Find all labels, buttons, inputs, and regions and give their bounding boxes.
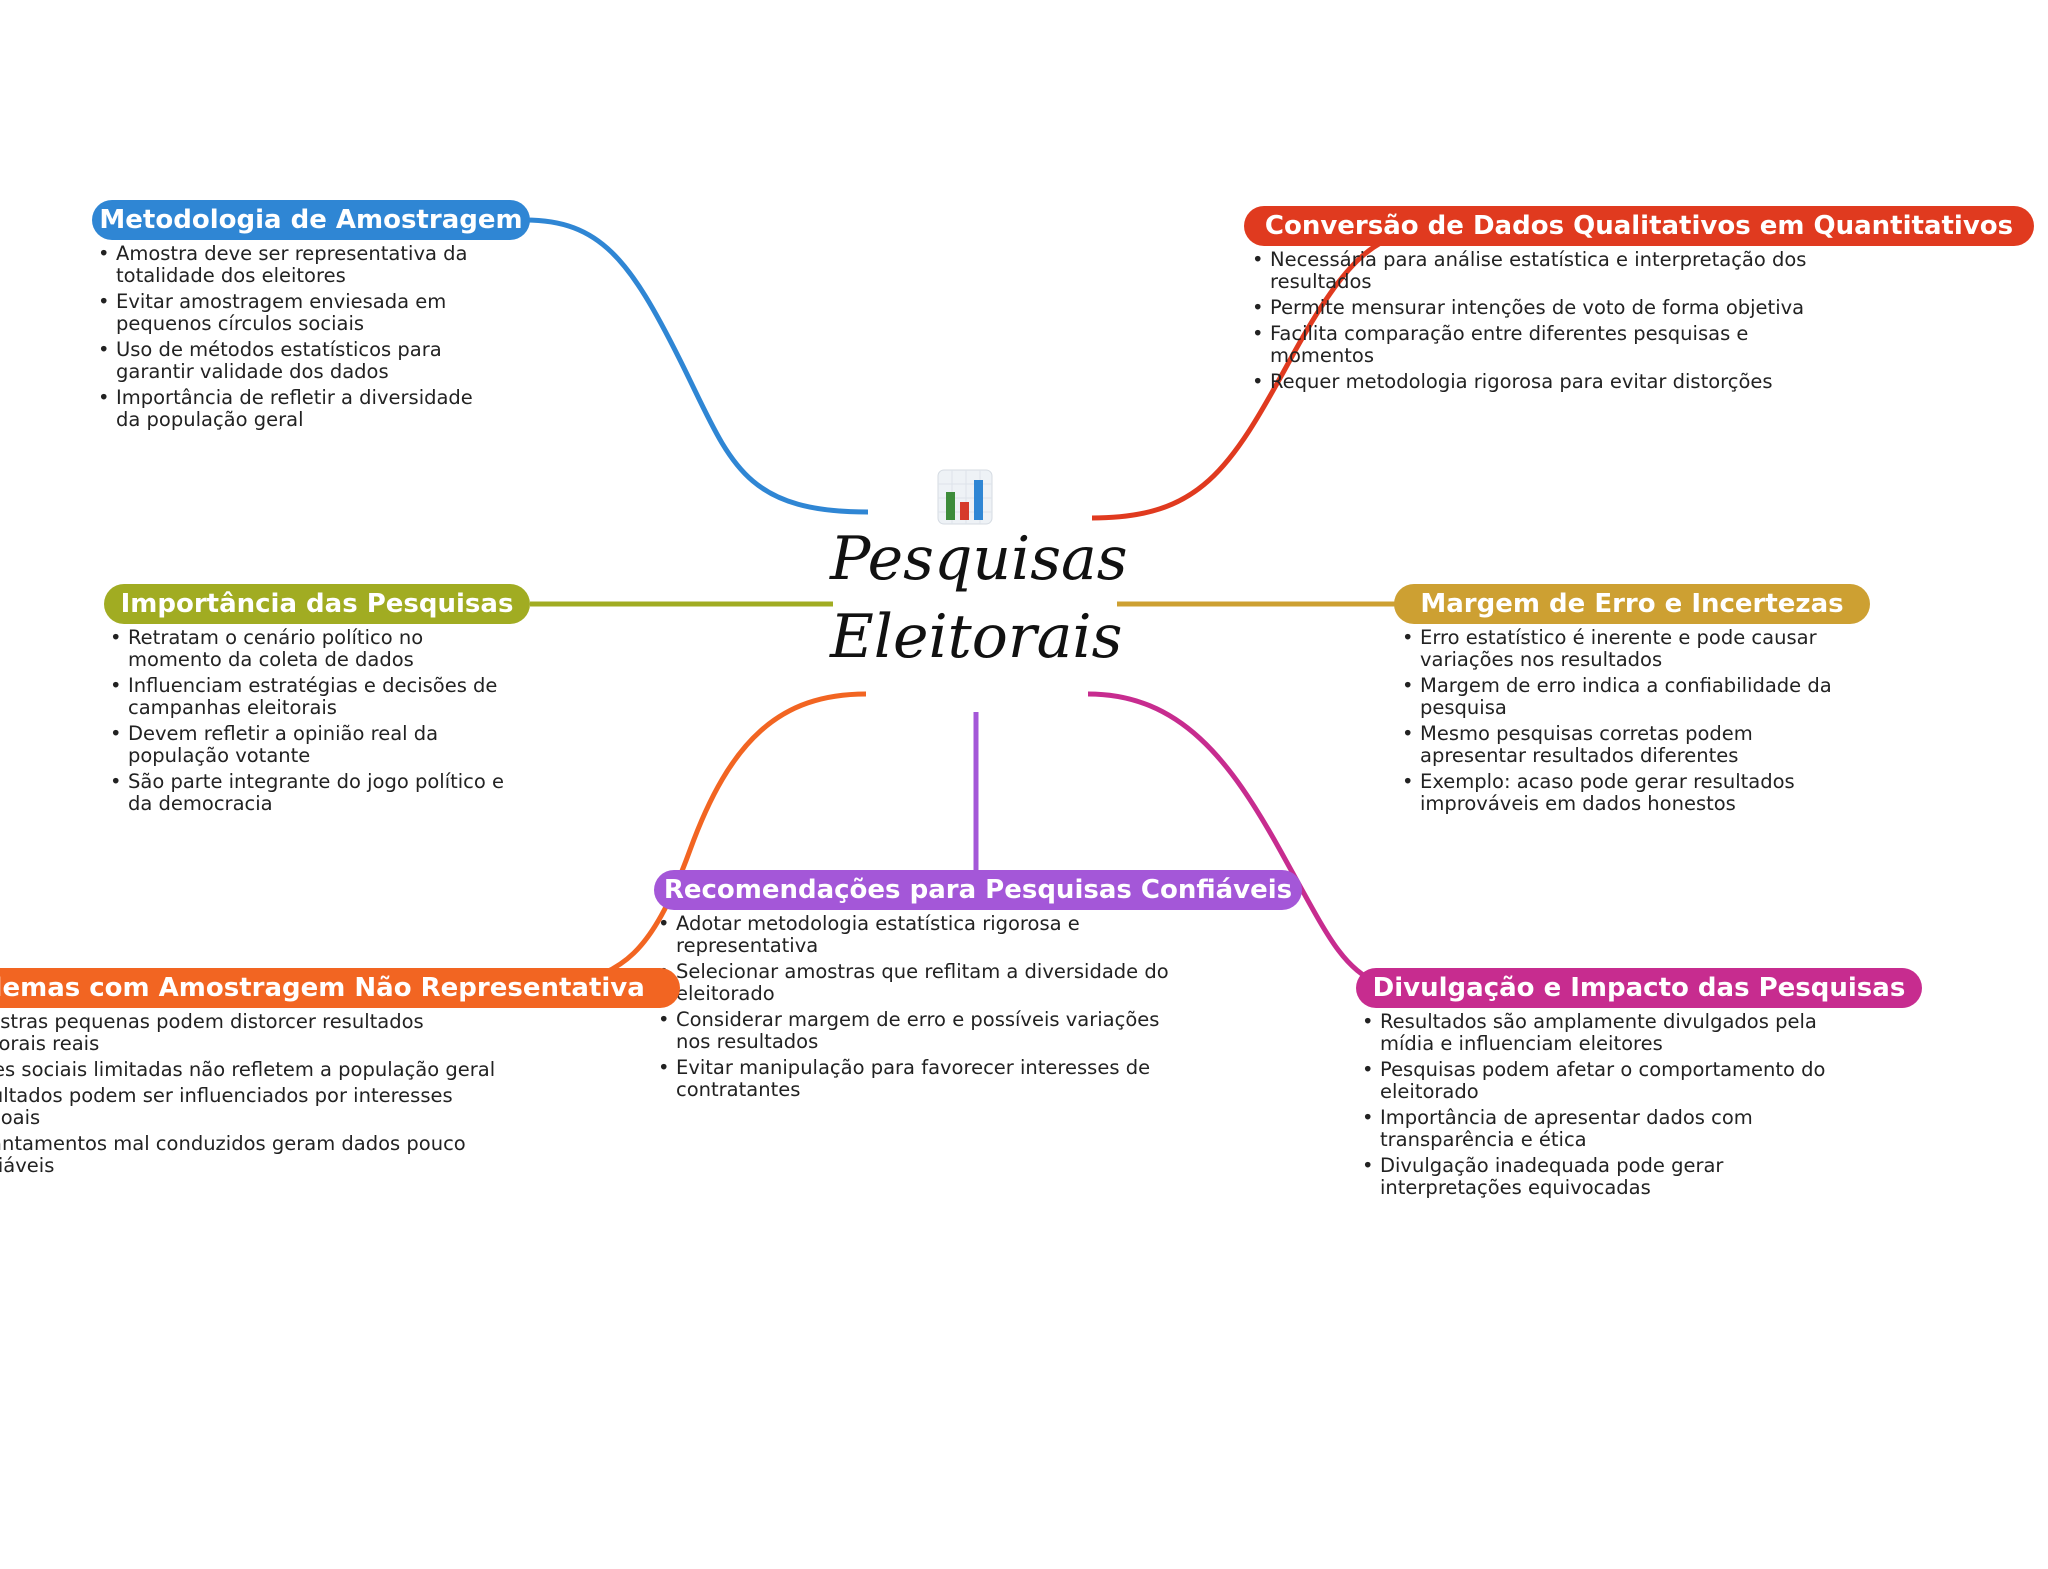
list-item: Amostras pequenas podem distorcer result… — [0, 1011, 498, 1055]
list-item: Resultados podem ser influenciados por i… — [0, 1085, 498, 1129]
list-item: Adotar metodologia estatística rigorosa … — [658, 913, 1178, 957]
connector-problemas — [569, 691, 867, 988]
list-item: Pesquisas podem afetar o comportamento d… — [1362, 1059, 1862, 1103]
list-item: Selecionar amostras que reflitam a diver… — [658, 961, 1178, 1005]
list-item: Erro estatístico é inerente e pode causa… — [1402, 627, 1842, 671]
list-conversao: Necessária para análise estatística e in… — [1252, 249, 1832, 397]
topic-divulgacao[interactable]: Divulgação e Impacto das Pesquisas — [1356, 968, 1922, 1008]
topic-problemas[interactable]: Problemas com Amostragem Não Representat… — [0, 968, 680, 1008]
topic-importancia[interactable]: Importância das Pesquisas — [104, 584, 530, 624]
list-item: Considerar margem de erro e possíveis va… — [658, 1009, 1178, 1053]
list-item: São parte integrante do jogo político e … — [110, 771, 510, 815]
list-item: Divulgação inadequada pode gerar interpr… — [1362, 1155, 1862, 1199]
topic-metodologia[interactable]: Metodologia de Amostragem — [92, 200, 530, 240]
list-divulgacao: Resultados são amplamente divulgados pel… — [1362, 1011, 1862, 1203]
list-item: Facilita comparação entre diferentes pes… — [1252, 323, 1832, 367]
list-item: Necessária para análise estatística e in… — [1252, 249, 1832, 293]
list-item: Redes sociais limitadas não refletem a p… — [0, 1059, 498, 1081]
list-item: Exemplo: acaso pode gerar resultados imp… — [1402, 771, 1842, 815]
connector-divulgacao — [1087, 691, 1382, 988]
central-topic-line1: Pesquisas — [830, 524, 1128, 594]
list-item: Evitar amostragem enviesada em pequenos … — [98, 291, 498, 335]
list-item: Influenciam estratégias e decisões de ca… — [110, 675, 510, 719]
list-item: Levantamentos mal conduzidos geram dados… — [0, 1133, 498, 1177]
list-item: Devem refletir a opinião real da populaç… — [110, 723, 510, 767]
list-item: Margem de erro indica a confiabilidade d… — [1402, 675, 1842, 719]
list-recomendacoes: Adotar metodologia estatística rigorosa … — [658, 913, 1178, 1105]
list-item: Importância de apresentar dados com tran… — [1362, 1107, 1862, 1151]
connector-metodologia — [524, 217, 869, 515]
list-item: Resultados são amplamente divulgados pel… — [1362, 1011, 1862, 1055]
list-metodologia: Amostra deve ser representativa da total… — [98, 243, 498, 435]
bar-chart-icon — [937, 469, 993, 525]
list-item: Requer metodologia rigorosa para evitar … — [1252, 371, 1832, 394]
topic-margem[interactable]: Margem de Erro e Incertezas — [1394, 584, 1870, 624]
list-item: Retratam o cenário político no momento d… — [110, 627, 510, 671]
topic-conversao[interactable]: Conversão de Dados Qualitativos em Quant… — [1244, 206, 2034, 246]
list-problemas: Amostras pequenas podem distorcer result… — [0, 1011, 498, 1181]
list-item: Uso de métodos estatísticos para garanti… — [98, 339, 498, 383]
list-margem: Erro estatístico é inerente e pode causa… — [1402, 627, 1842, 819]
list-importancia: Retratam o cenário político no momento d… — [110, 627, 510, 819]
list-item: Evitar manipulação para favorecer intere… — [658, 1057, 1178, 1101]
topic-recomendacoes[interactable]: Recomendações para Pesquisas Confiáveis — [654, 870, 1302, 910]
list-item: Permite mensurar intenções de voto de fo… — [1252, 297, 1832, 320]
central-topic[interactable]: Pesquisas Eleitorais — [830, 520, 1128, 676]
list-item: Importância de refletir a diversidade da… — [98, 387, 498, 431]
central-topic-line2: Eleitorais — [830, 602, 1123, 672]
list-item: Mesmo pesquisas corretas podem apresenta… — [1402, 723, 1842, 767]
list-item: Amostra deve ser representativa da total… — [98, 243, 498, 287]
